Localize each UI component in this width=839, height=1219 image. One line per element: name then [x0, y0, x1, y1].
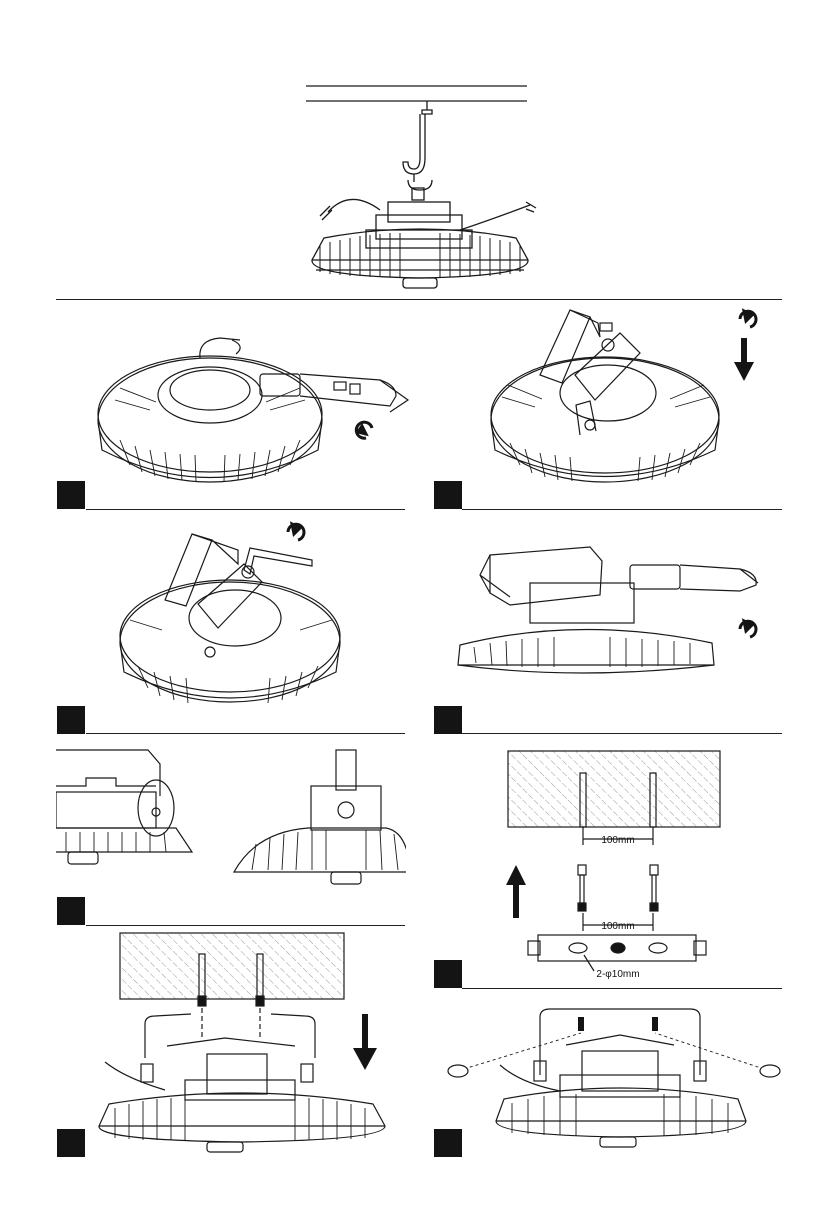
separator-row4-right — [462, 988, 782, 989]
hang-bracket-illustration — [95, 930, 395, 1155]
step-badge-remove-cap — [57, 481, 85, 509]
separator-row2-right — [462, 509, 782, 510]
panel-hang-bracket — [95, 930, 395, 1155]
cap-bolts-illustration — [440, 995, 785, 1155]
step-badge-tighten-screw — [57, 706, 85, 734]
tighten-screw-illustration — [110, 520, 350, 720]
rotate-cw-icon — [740, 621, 756, 637]
rotate-ccw-icon — [356, 422, 372, 438]
step-badge-bracket-detail — [57, 897, 85, 925]
slot-spacing-label: 100mm — [601, 921, 634, 932]
separator-row2 — [86, 509, 405, 510]
step-badge-hang-bracket — [57, 1129, 85, 1157]
remove-cap-illustration — [90, 330, 420, 500]
panel-ceiling-anchors: 100mm 100mm 2-φ10mm — [490, 745, 735, 985]
hole-spec-label: 2-φ10mm — [596, 969, 639, 980]
arrow-down-icon — [353, 1014, 377, 1070]
separator-row3 — [86, 733, 405, 734]
panel-tighten-screw — [110, 520, 350, 720]
step-badge-attach-bracket — [434, 481, 462, 509]
attach-bracket-illustration — [480, 305, 780, 500]
arrow-up-icon — [506, 865, 526, 918]
rotate-cw-icon — [288, 524, 304, 540]
panel-remove-cap — [90, 330, 420, 500]
ceiling-block — [120, 933, 344, 999]
separator-row4 — [86, 925, 405, 926]
step-badge-reattach-driver — [434, 706, 462, 734]
ceiling-block — [508, 751, 720, 827]
panel-attach-bracket — [480, 305, 780, 500]
rotate-cw-icon — [740, 311, 756, 327]
panel-bracket-detail — [56, 740, 406, 890]
separator-top — [56, 299, 782, 300]
panel-reattach-driver — [450, 535, 780, 695]
separator-row3-right — [462, 733, 782, 734]
anchor-spacing-label: 100mm — [601, 835, 634, 846]
step-badge-ceiling-anchors — [434, 960, 462, 988]
bracket-detail-illustration — [56, 740, 406, 890]
hook-mount-illustration — [290, 70, 550, 295]
arrow-down-icon — [734, 338, 754, 381]
panel-cap-bolts — [440, 995, 785, 1155]
panel-hook-mount — [290, 70, 550, 295]
reattach-driver-illustration — [450, 535, 780, 695]
ceiling-anchors-illustration: 100mm 100mm 2-φ10mm — [490, 745, 735, 985]
